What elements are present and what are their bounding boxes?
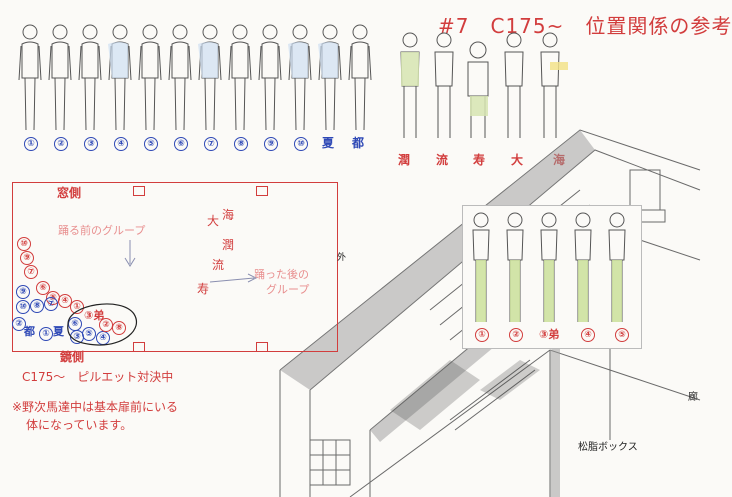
mirror-side-label: 鏡側 [60,350,85,364]
inset-label-2: ② [509,328,523,342]
top-label-natsu: 夏 [322,136,335,150]
pine-resin-box-label: 松脂ボックス [578,442,638,453]
vertical-name-jun: 潤 [222,238,235,252]
dancer-marker: ⑦ [44,297,58,311]
top-label-2: ② [54,137,68,151]
top-label-9: ⑨ [264,137,278,151]
figure-sketch [228,24,252,131]
floor-plan-room [12,182,338,352]
dancer-otouto: ③弟 [84,309,105,322]
top-figure-row [18,24,372,131]
corridor-edge-label: 廊 [688,392,698,403]
dancer-marker: ② [99,318,113,332]
dancer-marker: ② [12,317,26,331]
dancer-marker: ⑩ [16,300,30,314]
dancer-marker: ⑦ [24,265,38,279]
inset-panel: ① ② ③弟 ④ ⑤ [462,205,642,349]
side-label-jun: 潤 [398,153,411,167]
window-marker [256,186,268,196]
side-figure-row [400,32,568,138]
dancer-natsu: 夏 [53,325,64,338]
dancer-marker: ① [39,327,53,341]
vertical-name-umi: 海 [222,208,235,222]
figure-sketch [78,24,102,131]
top-label-4: ④ [114,137,128,151]
dancer-marker: ⑧ [30,299,44,313]
dancer-marker: ① [70,300,84,314]
figure-sketch [288,24,312,131]
top-label-3: ③ [84,137,98,151]
dancer-marker: ⑩ [17,237,31,251]
movement-arrows [124,240,258,283]
figure-sketch [258,24,282,131]
inset-label-1: ① [475,328,489,342]
group-before-label: 踊る前のグループ [58,224,146,237]
top-label-7: ⑦ [204,137,218,151]
inset-figures [472,212,626,322]
caption-line2: ※野次馬達中は基本扉前にいる [12,400,179,414]
figure-sketch [18,24,42,131]
top-label-8: ⑧ [234,137,248,151]
figure-sketch [138,24,162,131]
figure-sketch [348,24,372,131]
mirror-marker [133,342,145,352]
dancer-marker: ⑤ [82,327,96,341]
figure-sketch [168,24,192,131]
window-side-label: 窓側 [57,186,82,200]
group-after-line2: グループ [266,283,310,296]
vertical-name-ryu: 流 [212,258,225,272]
dancer-marker: ⑥ [36,281,50,295]
mirror-marker [256,342,268,352]
top-label-miyako: 都 [352,136,365,150]
caption-line3: 体になっています。 [26,418,133,432]
inset-label-3-otouto: ③弟 [539,328,560,341]
dancer-marker: ⑨ [16,285,30,299]
caption-line1: C175～ ピルエット対決中 [22,370,174,384]
side-label-kotobuki: 寿 [473,153,486,167]
figure-sketch [48,24,72,131]
side-label-dai: 大 [511,153,524,167]
top-label-6: ⑥ [174,137,188,151]
dancer-miyako: 都 [24,325,35,338]
group-after-line1: 踊った後の [254,268,309,281]
inset-label-4: ④ [581,328,595,342]
page-title: #7 C175~ 位置関係の参考 [438,14,732,38]
circled-group [67,303,137,346]
inset-label-5: ⑤ [615,328,629,342]
window-marker [133,186,145,196]
vertical-name-dai: 大 [207,214,220,228]
layout-sheet: #7 C175~ 位置関係の参考 ① ② ③ ④ ⑤ ⑥ ⑦ [12,14,731,497]
dancer-marker: ⑨ [20,251,34,265]
outside-label: 外 [337,253,347,263]
top-label-5: ⑤ [144,137,158,151]
top-label-1: ① [24,137,38,151]
vertical-name-kotobuki: 寿 [197,282,210,296]
side-label-ryu: 流 [436,153,449,167]
dancer-marker: ⑧ [112,321,126,335]
top-label-10: ⑩ [294,137,308,151]
